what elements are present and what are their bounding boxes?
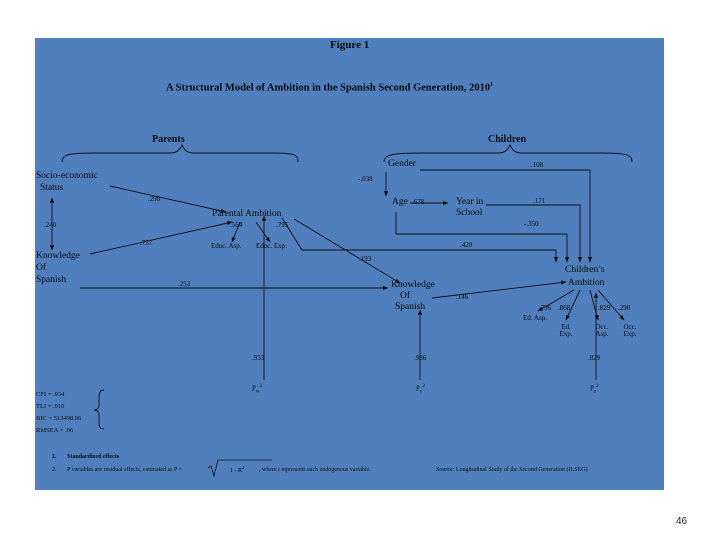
coef-parental-educ-exp: .795 bbox=[276, 221, 289, 229]
coef-resid-z: .829 bbox=[588, 354, 601, 362]
coef-year-ambition: .171 bbox=[533, 197, 546, 205]
node-occ-exp: Occ.Exp. bbox=[623, 323, 637, 339]
note-2-formula: 1 - R2 bbox=[230, 465, 245, 474]
node-child-knowledge-line3: Spanish bbox=[395, 302, 426, 312]
figure-title: A Structural Model of Ambition in the Sp… bbox=[166, 82, 494, 94]
figure-label: Figure 1 bbox=[330, 39, 370, 51]
group-parents: Parents bbox=[152, 134, 185, 145]
fit-cfi: CFI = .934 bbox=[36, 391, 65, 398]
residual-py: Py2 bbox=[416, 384, 425, 395]
node-educ-asp: Educ. Asp. bbox=[211, 242, 242, 250]
page-number: 46 bbox=[676, 516, 688, 527]
node-ed-exp: Ed.Exp. bbox=[559, 323, 573, 339]
arrow-parental-child-knowledge bbox=[293, 218, 401, 284]
coef-child-knowledge-ambition: .146 bbox=[456, 293, 469, 301]
coef-age-ambition: -.350 bbox=[524, 220, 539, 228]
figure-panel bbox=[35, 38, 664, 490]
node-ambition-line2: Ambition bbox=[568, 278, 605, 288]
node-parental-ambition: Parental Ambition bbox=[212, 209, 282, 219]
note-2-number: 2. bbox=[52, 467, 57, 473]
arrow-ambition-occ-exp bbox=[597, 289, 625, 321]
note-1-number: 1. bbox=[52, 454, 57, 460]
node-ambition-line1: Children’s bbox=[565, 265, 605, 275]
arrow-parental-ambition bbox=[281, 217, 559, 263]
coef-ses-parental: .298 bbox=[148, 195, 161, 203]
residual-pz: Pz2 bbox=[590, 384, 599, 395]
arrow-knowledge-parental bbox=[89, 220, 233, 255]
node-child-knowledge-line1: Knowledge bbox=[391, 280, 435, 290]
node-ed-asp: Ed. Asp. bbox=[523, 314, 547, 322]
coef-parental-educ-asp: .564 bbox=[230, 221, 243, 229]
arrow-year-ambition bbox=[486, 204, 583, 263]
note-2-text: P variables are residual effects, estima… bbox=[67, 467, 182, 473]
node-knowledge-line1: Knowledge bbox=[36, 251, 80, 261]
node-knowledge-line2: Of bbox=[36, 263, 47, 273]
arrow-child-knowledge-ambition bbox=[431, 280, 567, 299]
coef-ambition-ed-exp: .868 bbox=[558, 304, 571, 312]
node-child-knowledge-line2: Of bbox=[400, 291, 411, 301]
arrow-ambition-occ-asp bbox=[589, 289, 599, 321]
node-year-line2: School bbox=[456, 208, 483, 218]
coef-knowledge-child-knowledge: .253 bbox=[178, 280, 191, 288]
residual-pw: Pw2 bbox=[252, 384, 263, 395]
coef-knowledge-parental: .757 bbox=[140, 239, 153, 247]
node-gender: Gender bbox=[388, 159, 416, 169]
coef-ambition-occ-asp: .829 bbox=[598, 304, 611, 312]
parents-brace bbox=[61, 143, 299, 163]
radical-sign bbox=[207, 459, 272, 478]
arrow-parental-educ-exp bbox=[255, 221, 271, 243]
fit-tli: TLI = .910 bbox=[36, 403, 65, 410]
coef-age-year: .678 bbox=[412, 198, 425, 206]
node-knowledge-line3: Spanish bbox=[36, 275, 67, 285]
coef-gender-ambition: .108 bbox=[531, 161, 544, 169]
node-educ-exp: Educ. Exp. bbox=[256, 242, 287, 250]
coef-gender-age: -.038 bbox=[358, 175, 373, 183]
children-brace bbox=[383, 143, 633, 163]
group-children: Children bbox=[488, 134, 527, 145]
source-note: Source: Longitudinal Study of the Second… bbox=[436, 467, 588, 473]
coef-resid-y: .936 bbox=[414, 354, 427, 362]
note-1-text: Standardized effects bbox=[67, 454, 120, 460]
fit-rmsea: RMSEA = .06 bbox=[36, 427, 74, 434]
node-age: Age bbox=[392, 197, 408, 207]
fit-brace bbox=[93, 389, 105, 430]
arrow-age-ambition bbox=[395, 212, 570, 263]
arrow-parental-educ-asp bbox=[231, 221, 241, 243]
coef-ambition-ed-asp: .796 bbox=[539, 304, 552, 312]
node-ses-line1: Socio-economic bbox=[36, 171, 98, 181]
coef-parental-ambition: .420 bbox=[460, 241, 473, 249]
arrow-ambition-ed-asp bbox=[537, 289, 575, 312]
note-2-tail: , where i represents each endogenous var… bbox=[259, 467, 371, 473]
coef-ambition-occ-exp: .290 bbox=[618, 304, 631, 312]
arrow-ambition-ed-exp bbox=[565, 289, 581, 321]
fit-bic: BIC = 513498.06 bbox=[36, 415, 82, 422]
coef-ses-knowledge: .240 bbox=[44, 221, 57, 229]
coef-parental-child-knowledge: .193 bbox=[359, 255, 372, 263]
node-year-line1: Year in bbox=[456, 197, 484, 207]
node-ses-line2: Status bbox=[40, 183, 64, 193]
node-occ-asp: Occ.Asp. bbox=[595, 323, 609, 339]
arrow-gender-ambition bbox=[420, 169, 593, 263]
arrow-ses-parental bbox=[109, 185, 227, 214]
coef-resid-w: .933 bbox=[252, 354, 265, 362]
